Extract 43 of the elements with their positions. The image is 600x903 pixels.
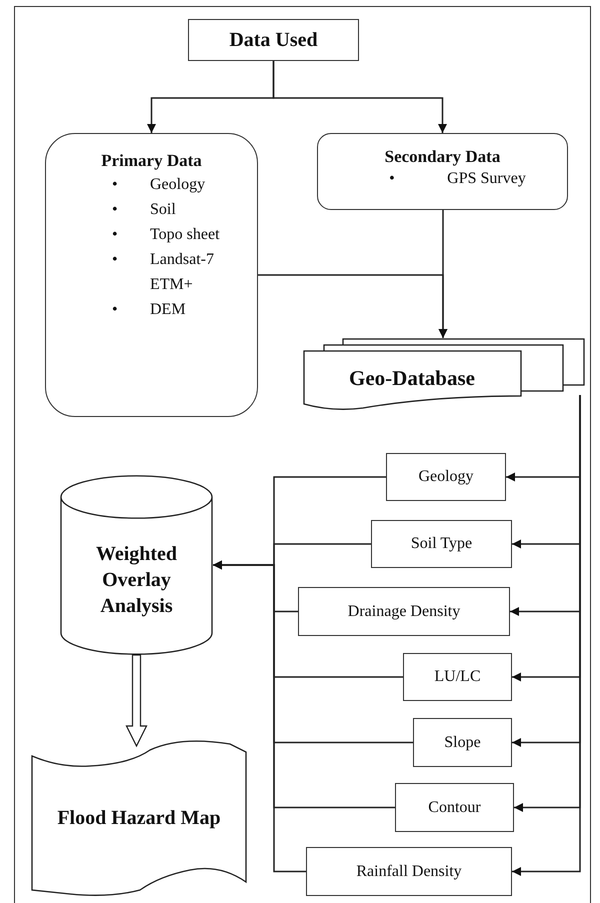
rounded-box xyxy=(45,133,258,417)
node-label: Slope xyxy=(444,732,481,752)
arrow xyxy=(272,61,447,133)
arrow xyxy=(512,395,581,876)
box-heading: Secondary Data xyxy=(384,146,500,168)
document-shape xyxy=(30,738,248,898)
node-label: Contour xyxy=(428,798,481,818)
bullet: • xyxy=(112,175,119,195)
process-box xyxy=(188,19,359,61)
node-label: Weighted Overlay Analysis xyxy=(94,542,178,619)
process-box xyxy=(386,453,506,501)
bullet: • xyxy=(112,300,119,320)
node-label: Data Used xyxy=(229,28,318,53)
node-label: Soil Type xyxy=(410,534,472,554)
bullet: • xyxy=(112,200,119,220)
node-label: Flood Hazard Map xyxy=(57,806,221,831)
database-cylinder xyxy=(60,475,213,655)
node-label: Rainfall Density xyxy=(356,862,462,882)
node-label: LU/LC xyxy=(434,667,481,687)
node-label: Geo-Database xyxy=(349,365,475,392)
list-item: Topo sheet xyxy=(150,225,221,245)
list-item: Landsat-7 ETM+ xyxy=(150,250,215,295)
bullet: • xyxy=(389,169,396,189)
list-item: Geology xyxy=(150,175,206,195)
hollow-arrow xyxy=(126,654,148,748)
bullet: • xyxy=(112,225,119,245)
process-box xyxy=(306,847,512,896)
process-box xyxy=(413,718,512,767)
list-item: Soil xyxy=(150,200,177,220)
process-box xyxy=(403,653,512,701)
rounded-box xyxy=(317,133,568,210)
list-item: GPS Survey xyxy=(447,169,526,189)
stacked-document-shape xyxy=(303,338,585,410)
node-label: Geology xyxy=(418,467,474,487)
box-heading: Primary Data xyxy=(101,150,202,172)
process-box xyxy=(395,783,514,832)
process-box xyxy=(298,587,510,636)
list-item: DEM xyxy=(150,300,187,320)
arrow xyxy=(438,210,448,338)
process-box xyxy=(371,520,512,568)
arrow xyxy=(213,560,306,872)
node-label: Drainage Density xyxy=(348,602,460,622)
bullet: • xyxy=(112,250,119,270)
